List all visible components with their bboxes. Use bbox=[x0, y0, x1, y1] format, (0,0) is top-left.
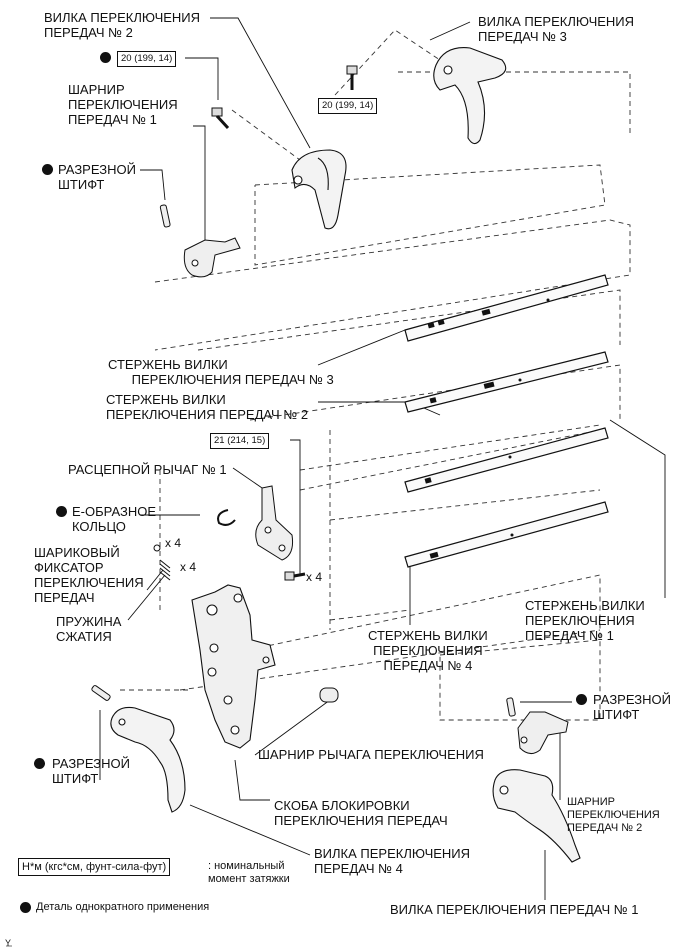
non-reusable-marker bbox=[576, 694, 587, 705]
non-reusable-marker bbox=[34, 758, 45, 769]
corner-mark: Y bbox=[5, 938, 12, 948]
quantity-bolt: x 4 bbox=[306, 570, 323, 584]
bolt-fork2 bbox=[211, 107, 223, 117]
quantity-ball: x 4 bbox=[165, 536, 182, 550]
slotted-pin-left bbox=[91, 685, 111, 701]
label-release-lever-1: РАСЦЕПНОЙ РЫЧАГ № 1 bbox=[68, 462, 227, 477]
shift-fork-2 bbox=[291, 149, 347, 230]
torque-bolt-lever: 21 (214, 15) bbox=[210, 433, 270, 449]
shift-shaft-joint-1 bbox=[183, 237, 241, 278]
shift-fork-4 bbox=[110, 706, 186, 813]
shift-fork-shaft-2 bbox=[404, 351, 609, 413]
bolt-fork3 bbox=[346, 65, 358, 75]
bolt-lever bbox=[284, 571, 295, 581]
shift-fork-shaft-1 bbox=[404, 427, 609, 493]
shift-fork-shaft-4 bbox=[404, 501, 609, 568]
shift-fork-3 bbox=[433, 47, 507, 145]
slotted-pin-top bbox=[159, 204, 171, 228]
detent-ball bbox=[153, 544, 161, 552]
label-shift-fork-1: ВИЛКА ПЕРЕКЛЮЧЕНИЯ ПЕРЕДАЧ № 1 bbox=[390, 902, 639, 917]
non-reusable-marker bbox=[42, 164, 53, 175]
legend-non-reusable-text: Деталь однократного применения bbox=[36, 901, 210, 913]
torque-bolt-fork2: 20 (199, 14) bbox=[117, 51, 177, 67]
shift-shaft-joint-2 bbox=[517, 711, 569, 754]
label-shift-lever-joint: ШАРНИР РЫЧАГА ПЕРЕКЛЮЧЕНИЯ bbox=[258, 747, 484, 762]
quantity-spring: x 4 bbox=[180, 560, 197, 574]
shift-fork-shaft-3 bbox=[404, 274, 609, 342]
align-box-fork2 bbox=[254, 164, 606, 266]
shift-interlock-bracket bbox=[191, 584, 276, 749]
legend-torque-unit: Н*м (кгс*см, фунт-сила-фут) bbox=[18, 858, 171, 876]
shift-fork-1 bbox=[492, 769, 581, 863]
compression-spring bbox=[159, 559, 171, 581]
non-reusable-marker bbox=[100, 52, 111, 63]
legend-non-reusable-marker bbox=[20, 902, 31, 913]
shift-lever-joint bbox=[319, 687, 339, 703]
slotted-pin-right bbox=[506, 697, 516, 717]
release-lever-1 bbox=[255, 485, 293, 561]
e-ring bbox=[217, 509, 236, 526]
torque-bolt-fork3: 20 (199, 14) bbox=[318, 98, 378, 114]
non-reusable-marker bbox=[56, 506, 67, 517]
